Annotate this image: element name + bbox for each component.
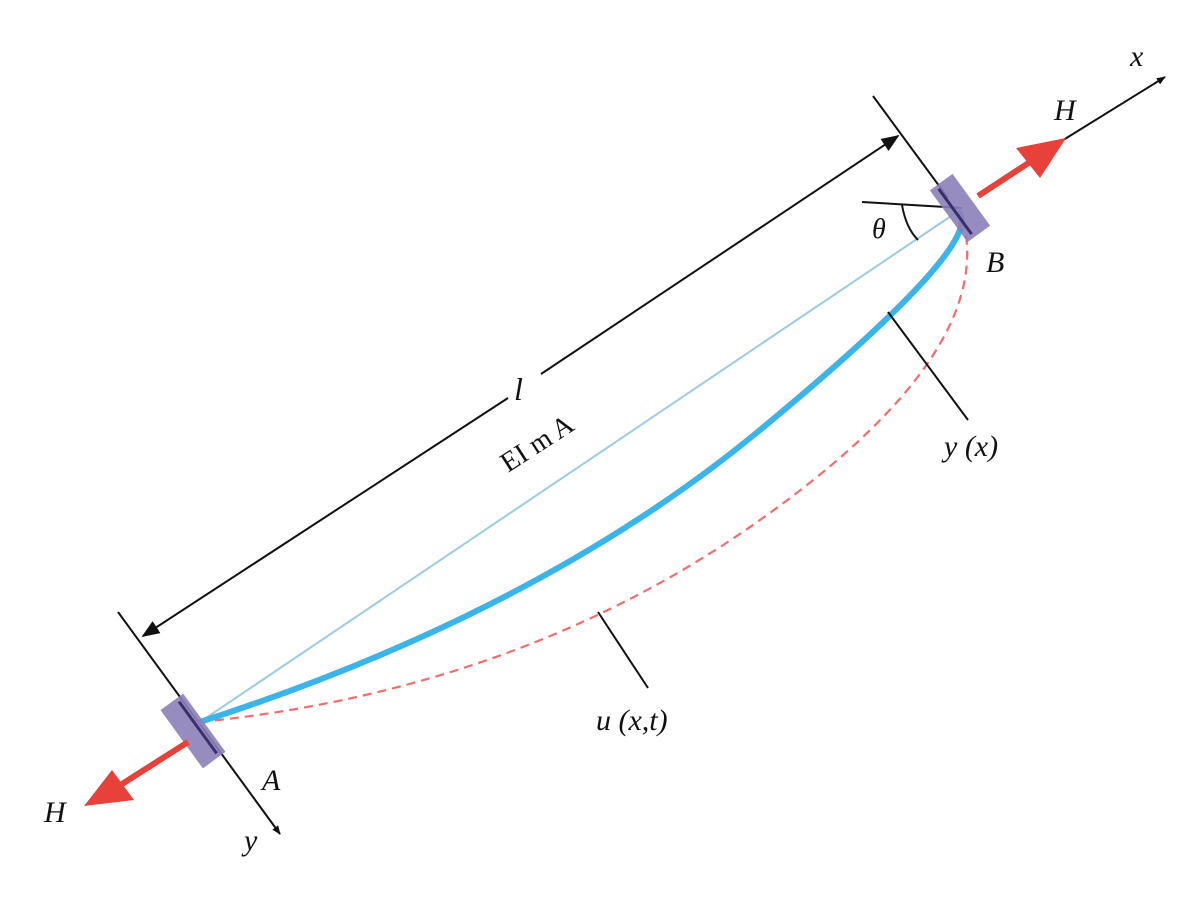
support-a	[160, 693, 226, 769]
dimension-line-lower	[141, 397, 509, 637]
label-length: l	[514, 371, 523, 407]
label-axis-y: y	[241, 824, 258, 857]
label-force-b: H	[1053, 94, 1078, 127]
label-static-shape: y (x)	[941, 430, 998, 463]
label-properties: EI m A	[495, 408, 580, 478]
label-support-a: A	[260, 764, 281, 797]
label-axis-x: x	[1129, 40, 1144, 73]
label-force-a: H	[43, 796, 68, 829]
chord-line	[199, 209, 961, 723]
dimension-extension-b	[872, 95, 949, 199]
force-arrow-b	[976, 138, 1066, 199]
label-dynamic-shape: u (x,t)	[596, 704, 668, 737]
leader-dynamic	[597, 611, 649, 689]
force-arrow-a	[84, 739, 190, 806]
support-b	[929, 173, 991, 243]
dimension-line-upper	[540, 135, 900, 375]
x-axis	[1059, 76, 1166, 143]
leader-static	[887, 311, 969, 421]
cable-curve	[197, 211, 965, 725]
dynamic-shape-curve	[199, 215, 969, 724]
angle-arc	[901, 204, 919, 241]
label-angle: θ	[872, 214, 886, 245]
label-support-b: B	[986, 246, 1004, 279]
